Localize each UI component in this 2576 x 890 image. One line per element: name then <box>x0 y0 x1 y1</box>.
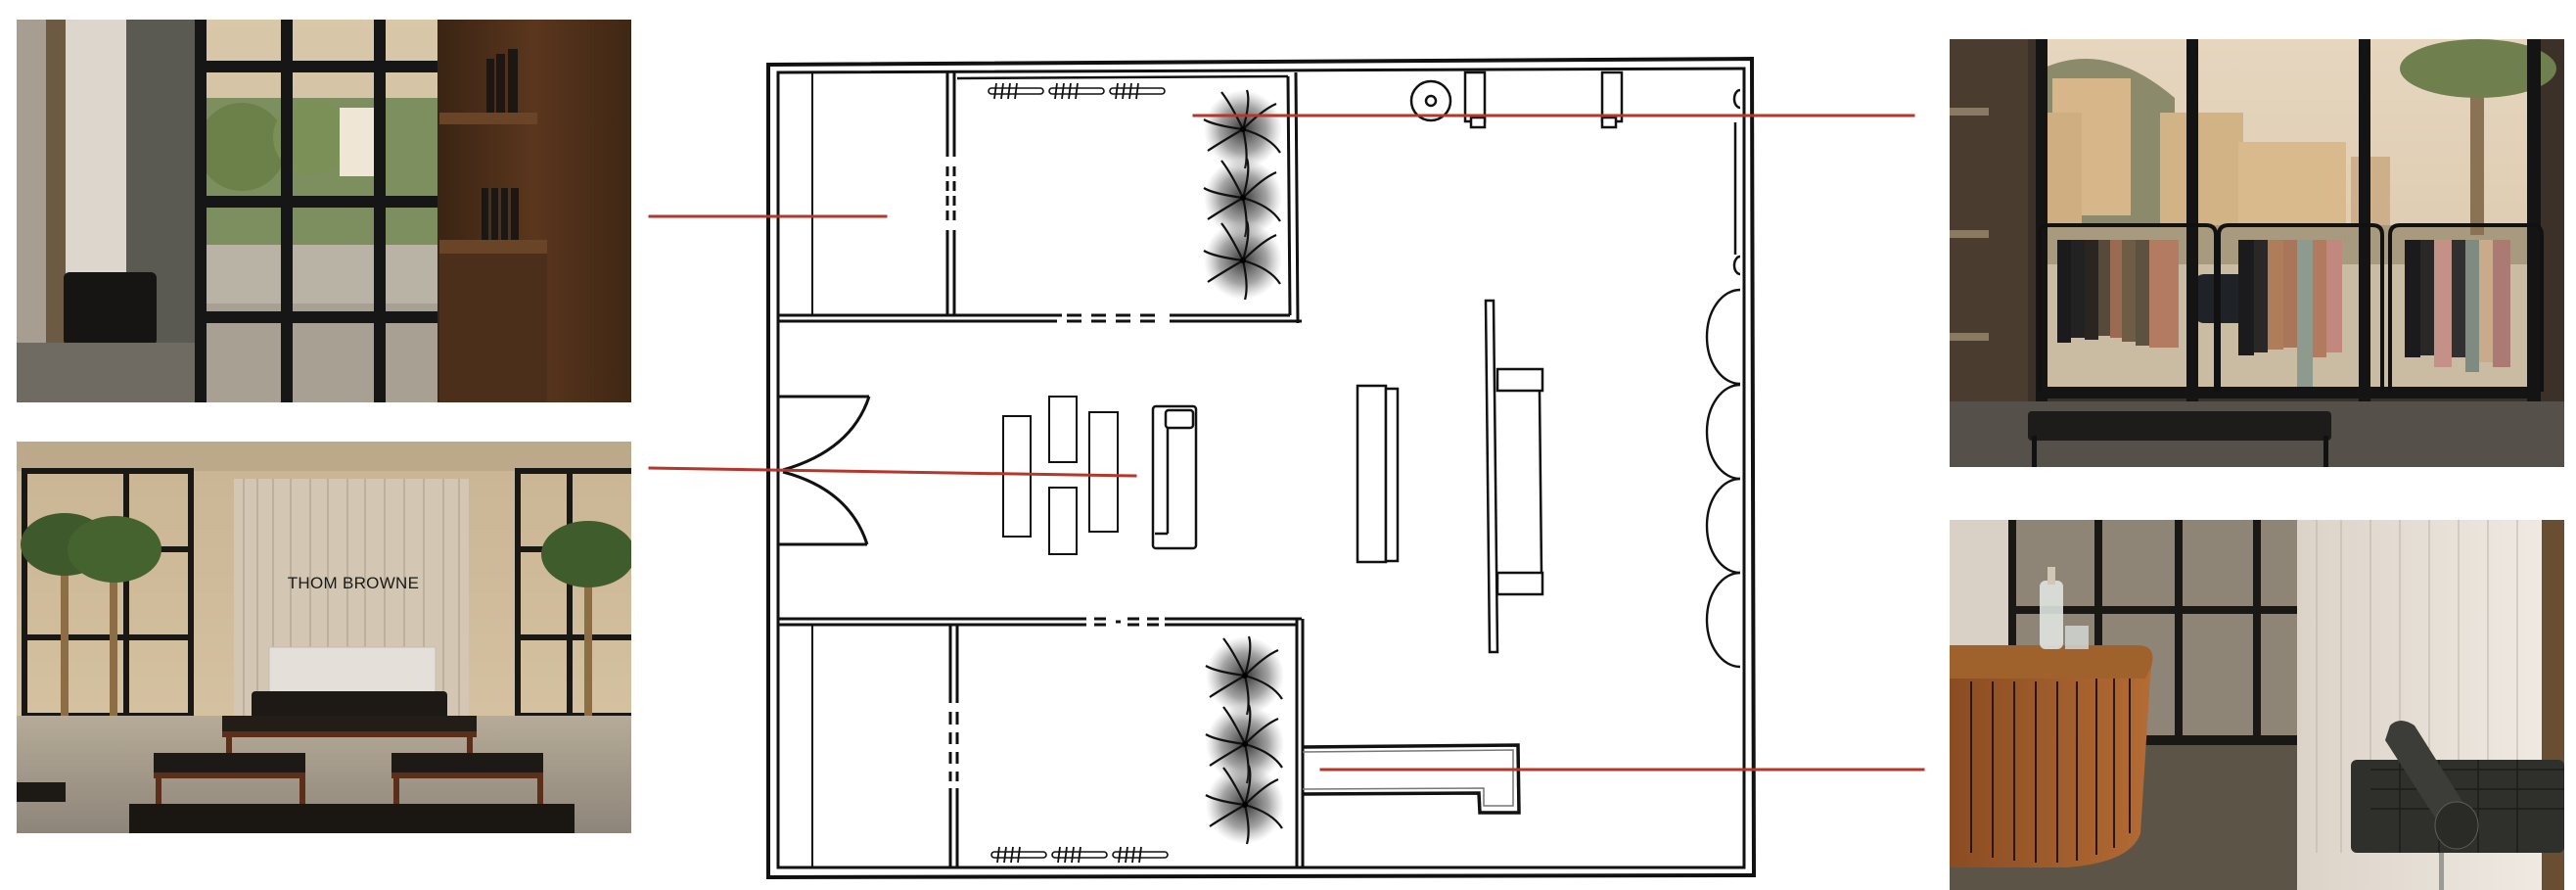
upper-hanging-rails <box>988 82 1166 100</box>
brand-sign-text: THOM BROWNE <box>288 574 420 592</box>
reception-lobby-image: THOM BROWNE <box>17 442 631 833</box>
upper-planters <box>1202 88 1284 302</box>
fitting-curtains <box>1705 288 1742 669</box>
entrance-vestibule-image <box>17 20 631 402</box>
photo-reception-lobby: THOM BROWNE <box>17 442 631 833</box>
cash-counter <box>1302 743 1521 815</box>
round-table <box>1409 79 1452 122</box>
leader-lines <box>648 114 1925 772</box>
top-wall-niche <box>1463 70 1624 129</box>
photo-entrance-vestibule <box>17 20 631 402</box>
display-plinth <box>1356 384 1400 564</box>
lower-fitting-room <box>778 617 1305 867</box>
leader-reception-lobby <box>648 466 1137 478</box>
outer-walls <box>766 56 1757 880</box>
photo-bar-lounge <box>1950 520 2564 890</box>
sofa <box>1151 404 1198 550</box>
bar-lounge-image <box>1950 520 2564 890</box>
right-wall-door <box>1732 88 1741 276</box>
display-tables <box>1002 396 1119 555</box>
display-window-image <box>1950 39 2564 467</box>
lower-planters <box>1204 634 1286 846</box>
central-rack <box>1484 299 1544 654</box>
entry-double-doors <box>778 395 871 546</box>
lower-hanging-rails <box>990 846 1169 864</box>
photo-display-window-racks <box>1950 39 2564 467</box>
